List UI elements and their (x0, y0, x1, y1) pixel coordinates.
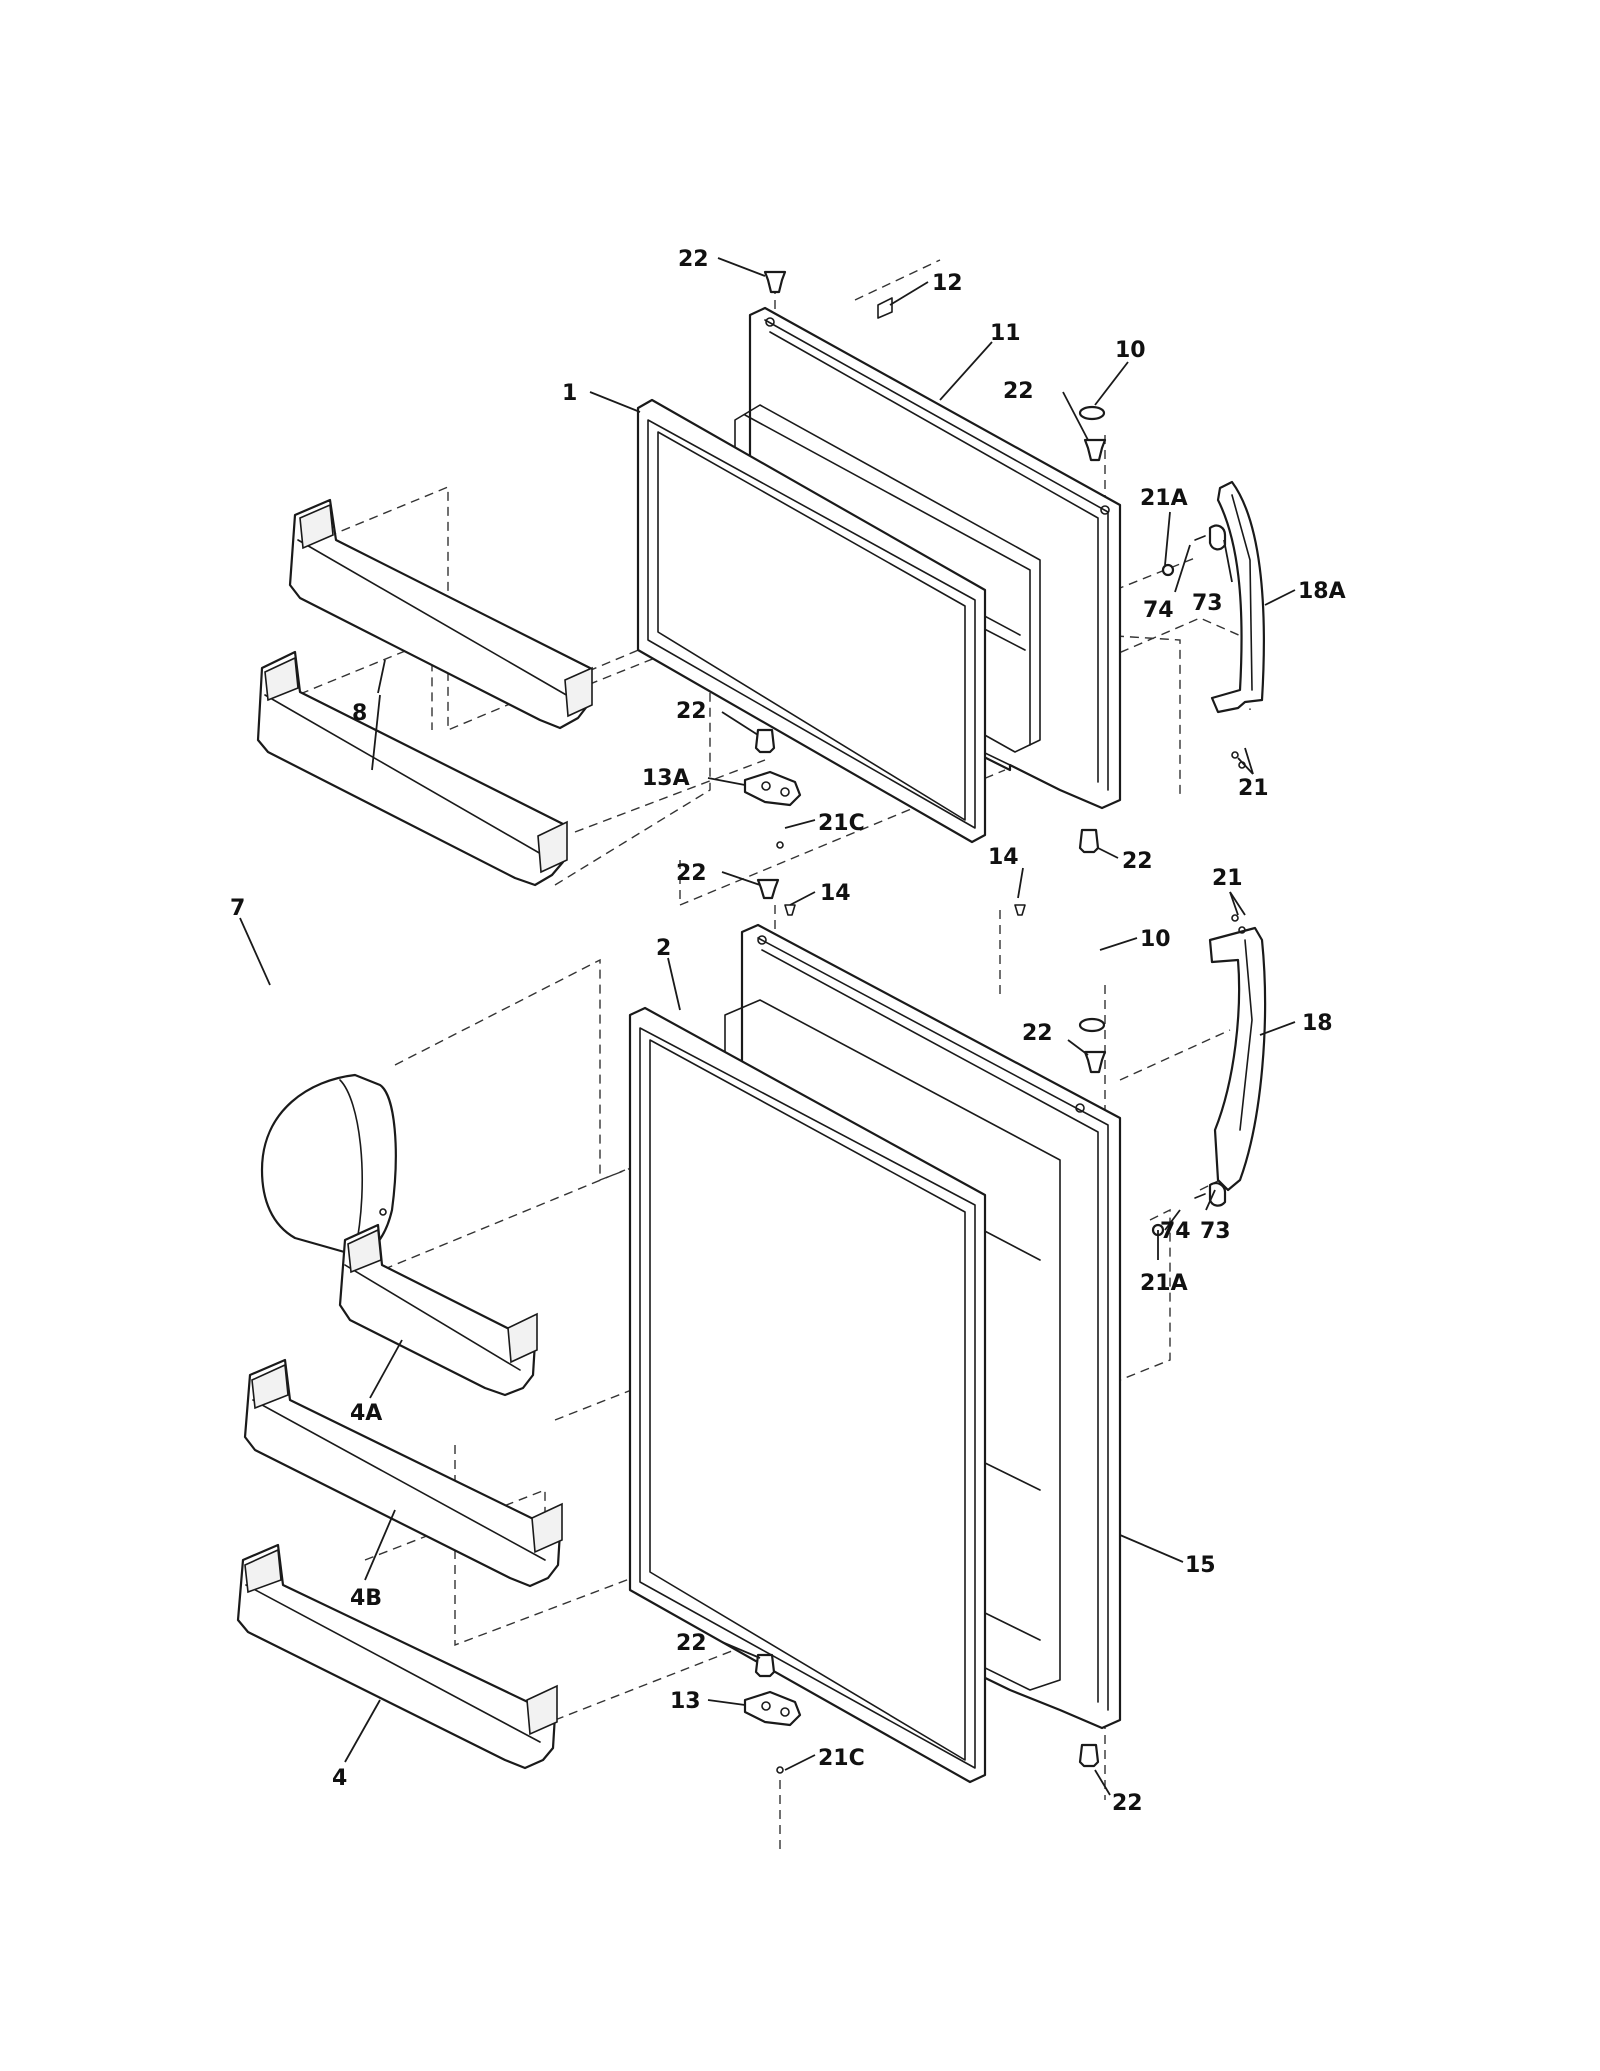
callout-22-upper-mid: 22 (676, 699, 707, 724)
callout-8: 8 (352, 701, 367, 726)
callout-73-top: 73 (1192, 591, 1223, 616)
callout-22-lower-mid: 22 (676, 1631, 707, 1656)
callout-10-lower: 10 (1140, 927, 1171, 952)
callout-13: 13 (670, 1689, 701, 1714)
callout-22-lower-right: 22 (1022, 1021, 1053, 1046)
fresh-food-door-shelves (236, 1223, 563, 1770)
callout-13a: 13A (642, 766, 690, 791)
fresh-food-door-gasket (628, 1006, 987, 1784)
door-handles (1208, 480, 1267, 1192)
freezer-door-gasket (636, 398, 987, 844)
callout-labels: 22 12 11 10 22 1 21A 74 73 18A 8 22 13A … (230, 247, 1346, 1816)
callout-21a-top: 21A (1140, 486, 1188, 511)
callout-22-upper-bottom: 22 (1122, 849, 1153, 874)
callout-11: 11 (990, 321, 1021, 346)
callout-7: 7 (230, 896, 245, 921)
callout-15: 15 (1185, 1553, 1216, 1578)
callout-22-bottom: 22 (1112, 1791, 1143, 1816)
callout-4: 4 (332, 1766, 347, 1791)
callout-21-upper: 21 (1238, 776, 1269, 801)
callout-21c-top: 21C (818, 811, 865, 836)
freezer-door-shelves (256, 498, 593, 887)
callout-2: 2 (656, 936, 671, 961)
dairy-compartment-cover (260, 1073, 397, 1257)
callout-4a: 4A (350, 1401, 382, 1426)
callout-74-top: 74 (1143, 598, 1174, 623)
callout-21-lower: 21 (1212, 866, 1243, 891)
callout-4b: 4B (350, 1586, 382, 1611)
callout-21a-lower: 21A (1140, 1271, 1188, 1296)
callout-22-upper-right: 22 (1003, 379, 1034, 404)
callout-12: 12 (932, 271, 963, 296)
door-hinges (743, 770, 802, 1727)
callout-18: 18 (1302, 1011, 1333, 1036)
callout-73-lower: 73 (1200, 1219, 1231, 1244)
callout-14-left: 14 (820, 881, 851, 906)
callout-1: 1 (562, 381, 577, 406)
callout-10-top: 10 (1115, 338, 1146, 363)
callout-74-lower: 74 (1160, 1219, 1191, 1244)
callout-14-right: 14 (988, 845, 1019, 870)
hardware-fasteners (754, 270, 1246, 1774)
callout-22-lower-top: 22 (676, 861, 707, 886)
callout-21c-lower: 21C (818, 1746, 865, 1771)
callout-18a: 18A (1298, 579, 1346, 604)
callout-22-top: 22 (678, 247, 709, 272)
callout-leaders (239, 257, 1296, 1796)
